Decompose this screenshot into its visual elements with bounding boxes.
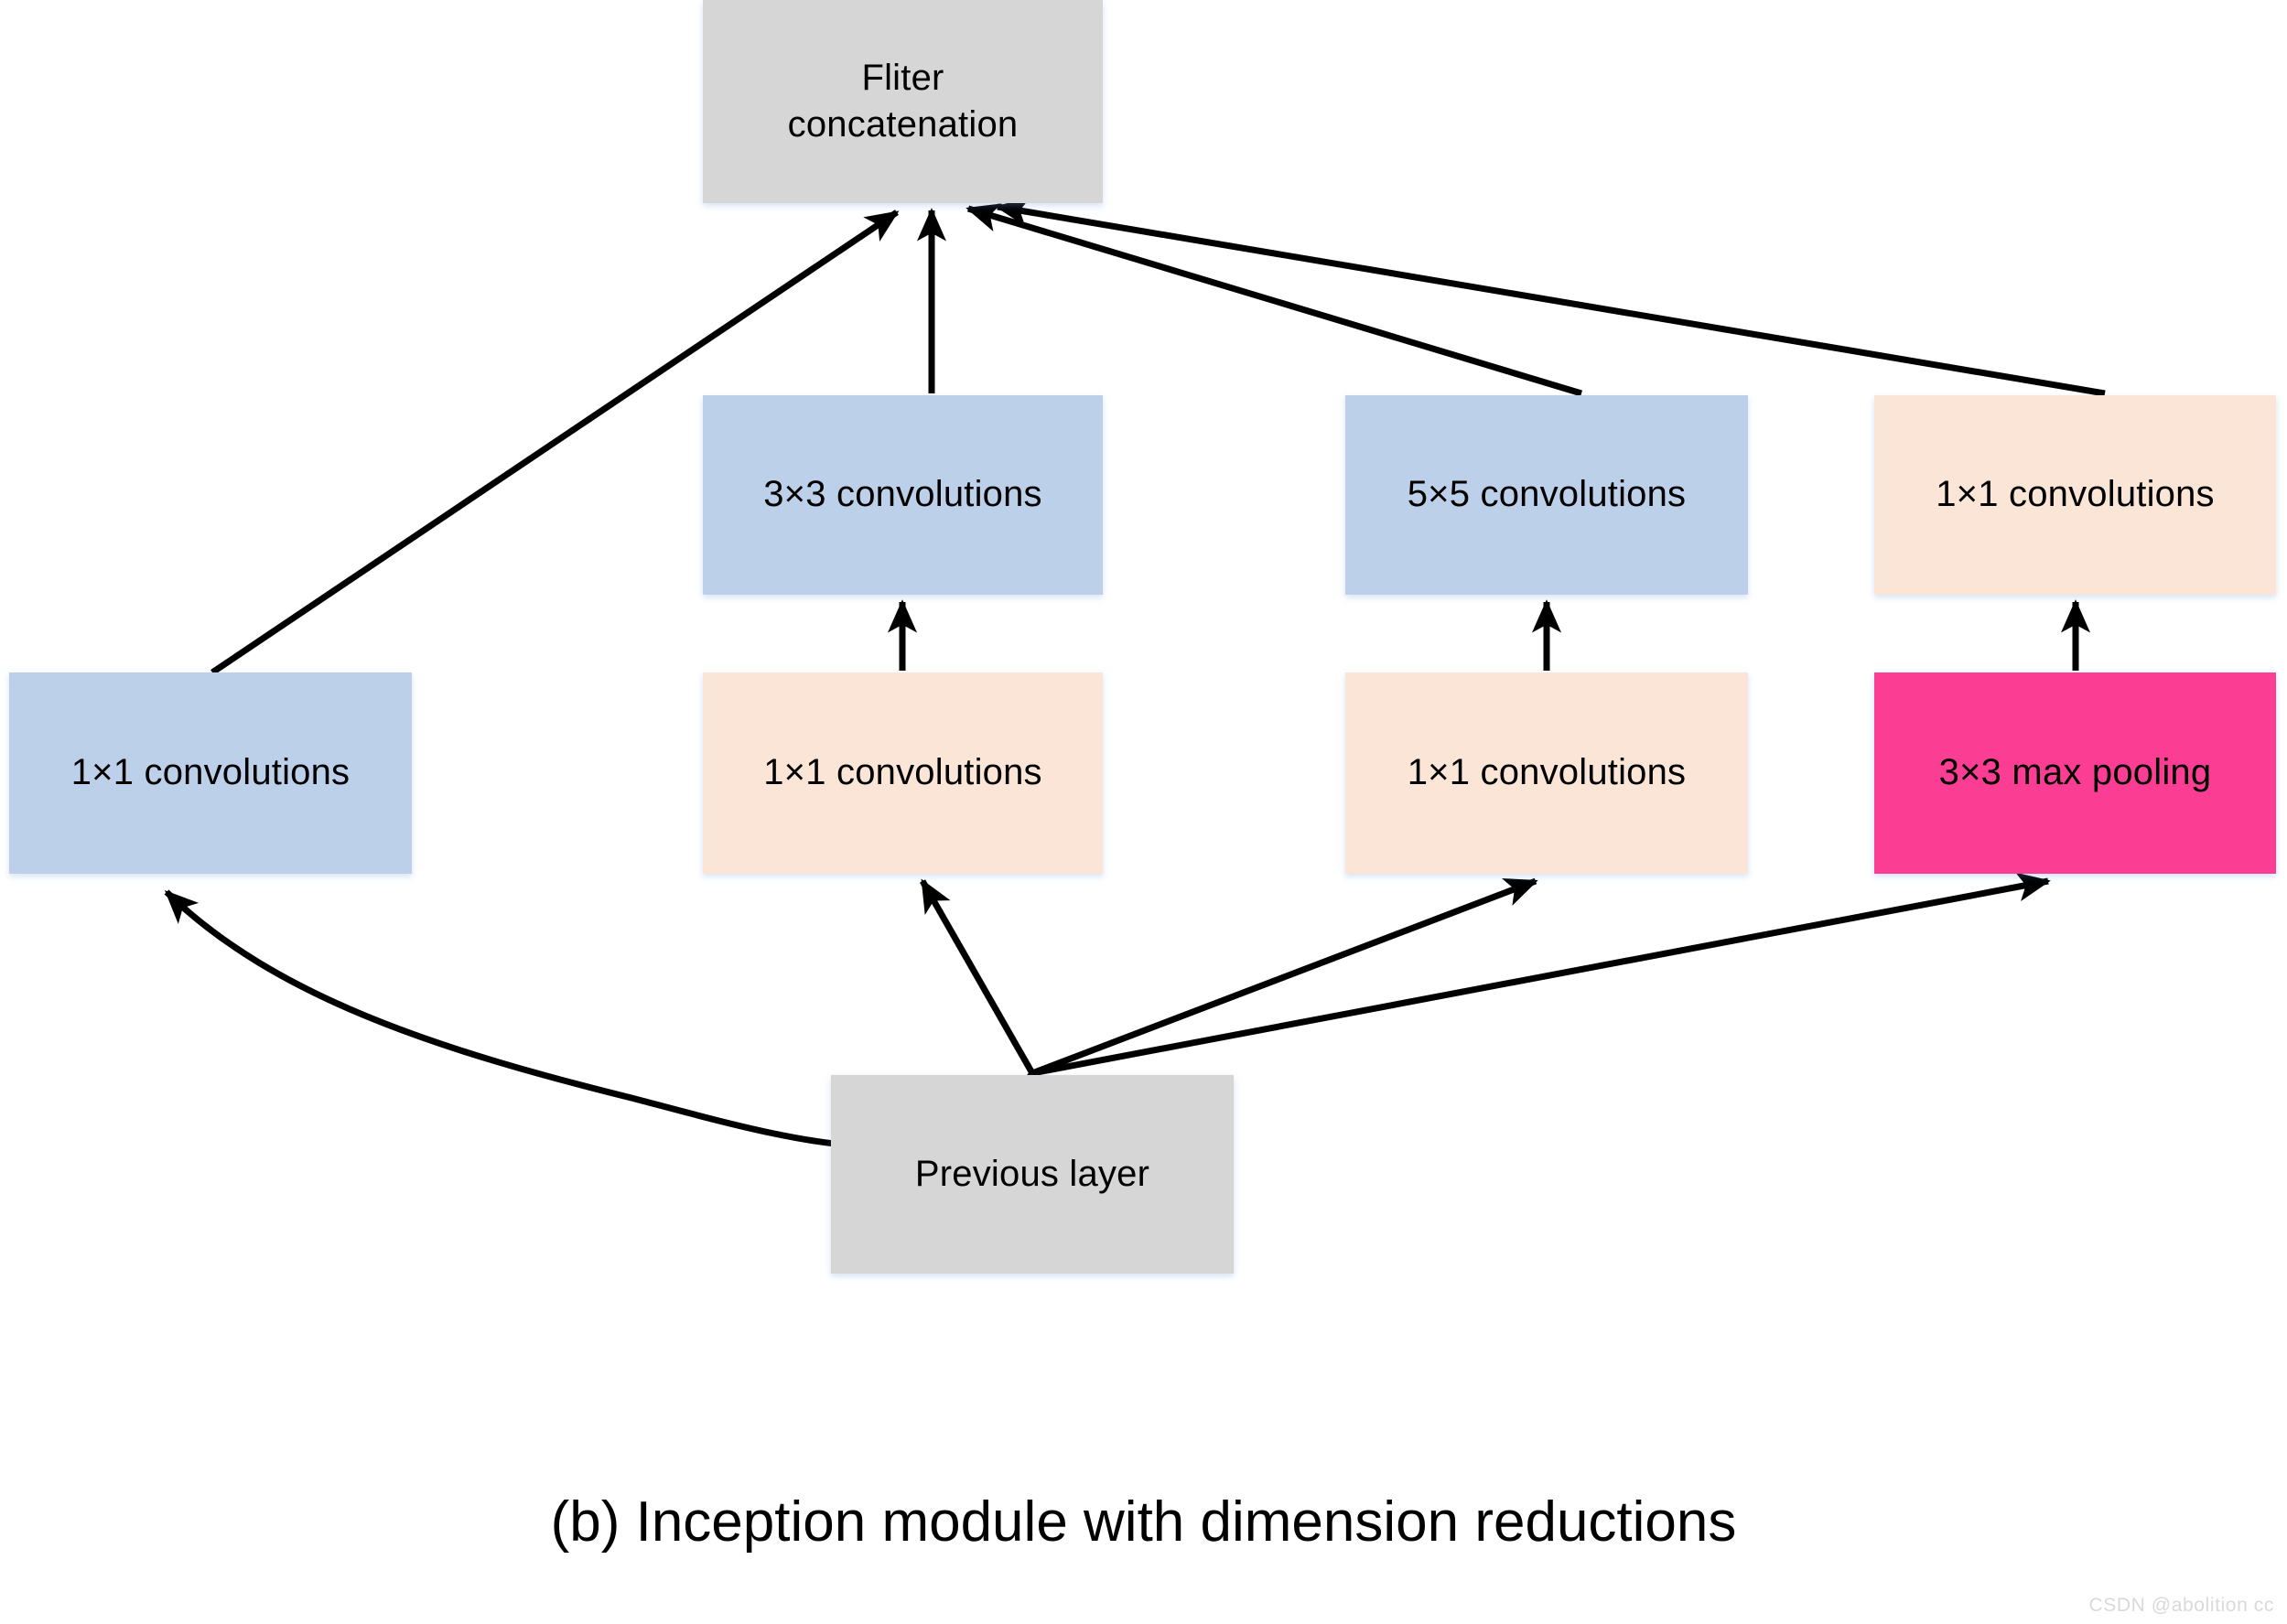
node-conv1x1-before-3x3[interactable]: 1×1 convolutions <box>703 672 1103 874</box>
conv1x1-before-3x3-label: 1×1 convolutions <box>763 752 1042 793</box>
maxpool3x3-label: 3×3 max pooling <box>1938 752 2212 793</box>
edge-previous-to-conv1x1-before-3x3 <box>919 878 1036 1075</box>
filter-concatenation-label-line1: Fliter <box>861 57 944 98</box>
node-maxpool3x3[interactable]: 3×3 max pooling <box>1874 672 2276 874</box>
edge-conv1x1-pool-branch-to-concat <box>995 197 2106 397</box>
edge-previous-to-maxpool3x3 <box>1031 872 2051 1077</box>
node-conv5x5[interactable]: 5×5 convolutions <box>1345 395 1748 595</box>
filter-concatenation-label-line2: concatenation <box>787 104 1019 145</box>
node-conv1x1-pool-branch[interactable]: 1×1 convolutions <box>1874 395 2276 595</box>
watermark: CSDN @abolition cc <box>2088 1595 2274 1616</box>
edge-conv1x1-direct-to-concat <box>210 210 900 675</box>
figure-caption: (b) Inception module with dimension redu… <box>550 1490 1737 1554</box>
edge-previous-to-conv1x1-before-5x5 <box>1030 877 1538 1077</box>
node-filter-concatenation[interactable]: Fliter concatenation <box>703 0 1103 203</box>
conv1x1-pool-branch-label: 1×1 convolutions <box>1936 474 2215 515</box>
node-previous-layer[interactable]: Previous layer <box>831 1075 1234 1274</box>
conv1x1-before-5x5-label: 1×1 convolutions <box>1407 752 1687 793</box>
edge-conv5x5-to-concat <box>966 203 1583 397</box>
node-conv3x3[interactable]: 3×3 convolutions <box>703 395 1103 595</box>
previous-layer-label: Previous layer <box>914 1153 1150 1194</box>
conv1x1-direct-label: 1×1 convolutions <box>70 752 351 793</box>
conv5x5-label: 5×5 convolutions <box>1407 474 1687 515</box>
conv3x3-label: 3×3 convolutions <box>763 474 1042 515</box>
node-conv1x1-before-5x5[interactable]: 1×1 convolutions <box>1345 672 1748 874</box>
node-conv1x1-direct[interactable]: 1×1 convolutions <box>9 672 412 874</box>
